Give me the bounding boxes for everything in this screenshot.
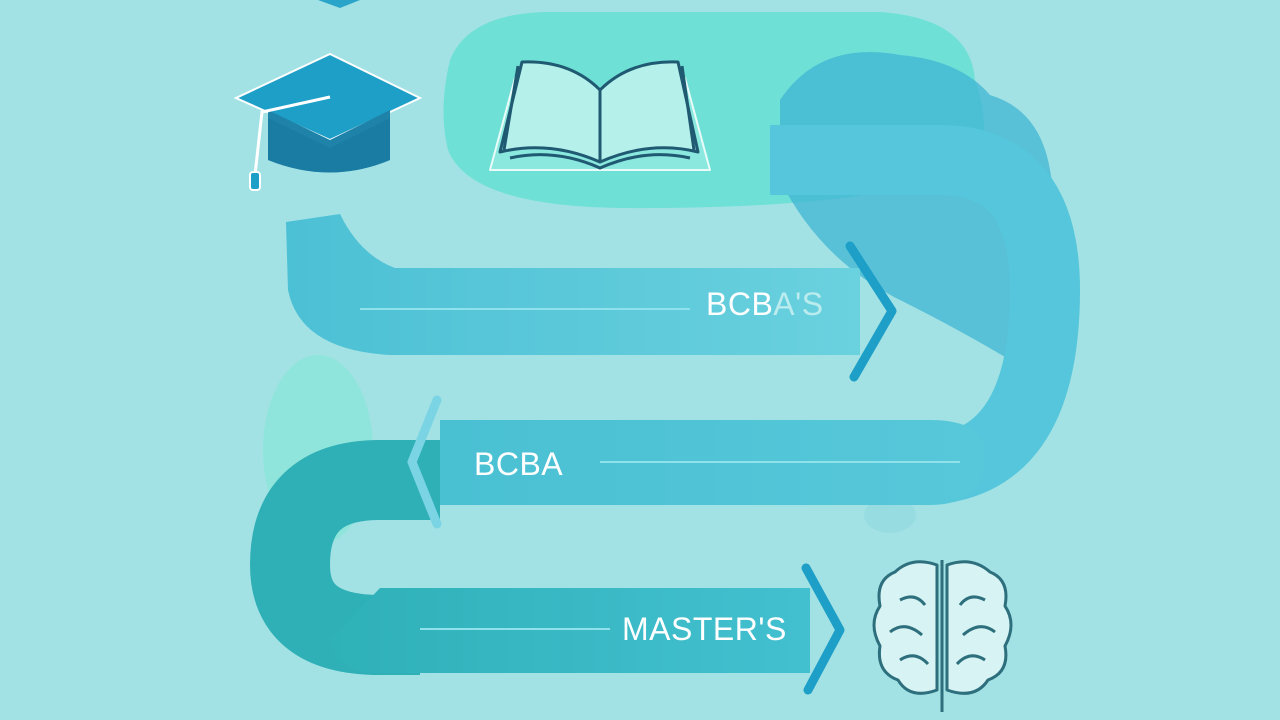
bcbas-label-faded: A'S: [773, 286, 824, 322]
top-lane-arrowhead: [845, 241, 897, 382]
bcba-label: BCBA: [474, 446, 564, 482]
bottom-lane: [330, 588, 810, 673]
top-marker: [318, 0, 360, 8]
bcbas-label: BCBA'S: [706, 286, 824, 323]
small-blob: [864, 497, 916, 533]
bottom-lane-arrowhead: [801, 563, 845, 695]
top-lane: [286, 214, 860, 355]
middle-lane-arrowhead: [407, 395, 442, 529]
brain-icon: [872, 560, 1013, 712]
open-book-icon: [489, 60, 711, 171]
bcbas-label-main: BCB: [706, 286, 774, 322]
masters-label: MASTER'S: [622, 611, 787, 647]
graduation-cap-icon: [233, 52, 423, 191]
